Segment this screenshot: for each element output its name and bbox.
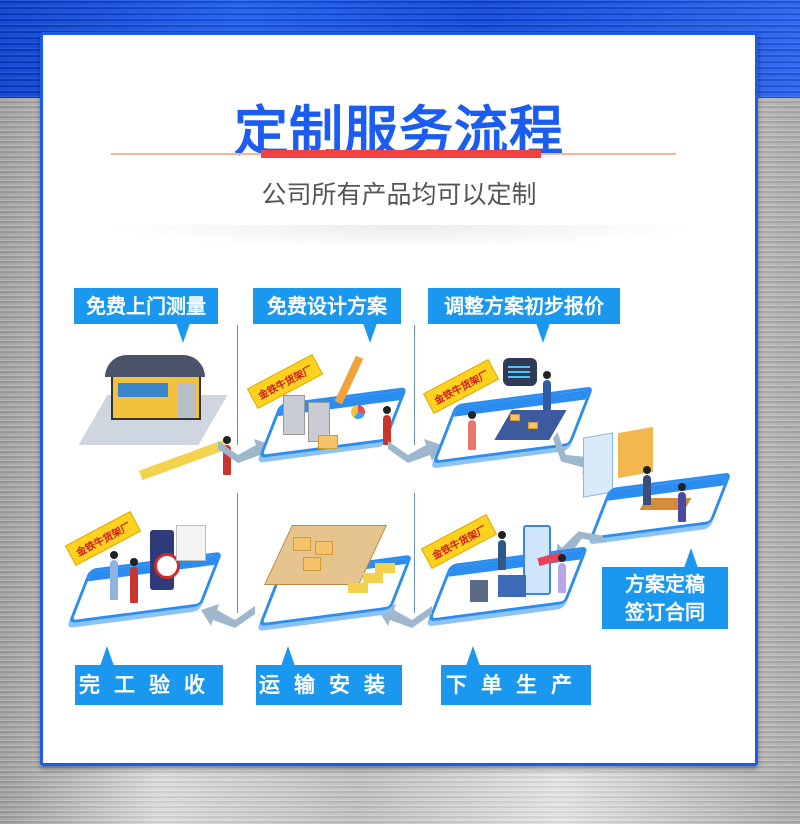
design-pencil-icon: 金铁牛货架厂 xyxy=(246,350,413,470)
warehouse-measure-icon xyxy=(78,355,233,481)
flow-arrow-right-icon xyxy=(388,439,442,463)
production-machine-icon: 金铁牛货架厂 xyxy=(420,505,589,635)
step-label-3: 调整方案初步报价 xyxy=(428,288,620,343)
page-subtitle: 公司所有产品均可以定制 xyxy=(261,180,537,209)
step-label-text-line1: 方案定稿 xyxy=(625,572,705,596)
separator xyxy=(414,493,415,613)
separator xyxy=(237,493,238,613)
title-divider-bar xyxy=(261,150,541,158)
step-label-text-line2: 签订合同 xyxy=(625,600,705,624)
flow-arrow-left-icon xyxy=(201,604,255,628)
step-label-7: 完工验收 xyxy=(75,646,223,705)
flow-arrow-left-icon xyxy=(378,604,432,628)
step-label-5: 下单生产 xyxy=(441,646,591,705)
step-label-text: 免费上门测量 xyxy=(86,294,206,318)
step-label-4: 方案定稿 签订合同 xyxy=(602,548,728,629)
step-label-text: 免费设计方案 xyxy=(267,294,387,318)
separator xyxy=(414,325,415,445)
flow-arrow-right-icon xyxy=(218,439,272,463)
quote-chat-icon: 金铁牛货架厂 xyxy=(422,350,598,475)
process-card: 定制服务流程 公司所有产品均可以定制 免费上门测量 免费设计方案 金铁牛货架厂 xyxy=(40,32,758,766)
step-label-text: 运输安装 xyxy=(259,673,399,697)
subtitle-shadow xyxy=(103,225,703,249)
step-label-2: 免费设计方案 xyxy=(253,288,401,343)
step-label-text: 调整方案初步报价 xyxy=(444,294,604,318)
step-label-text: 下单生产 xyxy=(446,673,586,697)
separator xyxy=(237,325,238,445)
contract-desk-icon xyxy=(578,420,743,560)
step-label-text: 完工验收 xyxy=(79,673,219,697)
step-label-1: 免费上门测量 xyxy=(74,288,218,343)
handshake-clock-icon: 金铁牛货架厂 xyxy=(64,505,228,640)
warehouse-trucks-icon xyxy=(253,515,413,640)
step-label-6: 运输安装 xyxy=(256,646,402,705)
